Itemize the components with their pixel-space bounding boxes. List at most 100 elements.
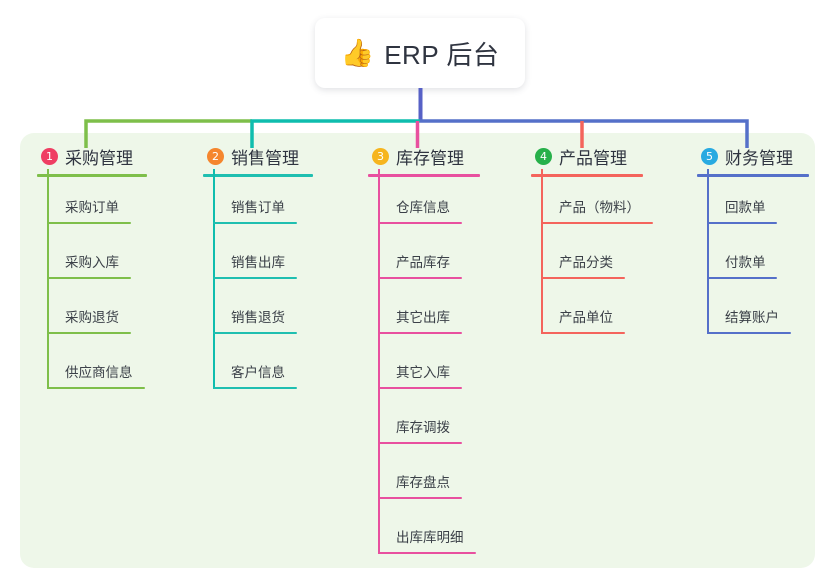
leaf-node[interactable]: 采购入库 bbox=[37, 224, 187, 279]
leaf-label: 采购订单 bbox=[65, 200, 119, 215]
leaf-underline bbox=[541, 222, 653, 224]
branch-spine bbox=[213, 169, 215, 389]
leaf-underline bbox=[378, 442, 462, 444]
leaf-underline bbox=[47, 277, 131, 279]
leaf-label: 回款单 bbox=[725, 200, 766, 215]
leaf-label: 销售退货 bbox=[231, 310, 285, 325]
leaf-underline bbox=[707, 222, 777, 224]
leaf-node[interactable]: 付款单 bbox=[697, 224, 839, 279]
leaf-label: 库存盘点 bbox=[396, 475, 450, 490]
branch-title: 产品管理 bbox=[559, 148, 627, 168]
leaf-label: 销售出库 bbox=[231, 255, 285, 270]
branch-items: 回款单付款单结算账户 bbox=[697, 169, 839, 334]
leaf-node[interactable]: 库存调拨 bbox=[368, 389, 528, 444]
leaf-label: 其它出库 bbox=[396, 310, 450, 325]
branch-badge-1: 1 bbox=[41, 147, 58, 165]
branch-spine bbox=[541, 169, 543, 334]
leaf-label: 产品分类 bbox=[559, 255, 613, 270]
leaf-node[interactable]: 产品库存 bbox=[368, 224, 528, 279]
leaf-label: 销售订单 bbox=[231, 200, 285, 215]
root-node-erp-backend[interactable]: 👍 ERP 后台 bbox=[315, 18, 525, 88]
branch-underline bbox=[697, 174, 809, 177]
branch-badge-4: 4 bbox=[535, 147, 552, 165]
leaf-node[interactable]: 回款单 bbox=[697, 169, 839, 224]
leaf-label: 产品库存 bbox=[396, 255, 450, 270]
leaf-node[interactable]: 销售订单 bbox=[203, 169, 353, 224]
root-node-content: 👍 ERP 后台 bbox=[341, 35, 500, 72]
leaf-underline bbox=[378, 497, 462, 499]
leaf-underline bbox=[47, 222, 131, 224]
leaf-underline bbox=[541, 332, 625, 334]
branch-items: 销售订单销售出库销售退货客户信息 bbox=[203, 169, 353, 389]
leaf-node[interactable]: 产品分类 bbox=[531, 224, 691, 279]
branch-spine bbox=[47, 169, 49, 389]
branch-column-4: 4 产品管理产品（物料） 产品分类产品单位 bbox=[531, 143, 691, 334]
leaf-node[interactable]: 出库库明细 bbox=[368, 499, 528, 554]
branch-badge-3: 3 bbox=[372, 147, 389, 165]
leaf-label: 仓库信息 bbox=[396, 200, 450, 215]
branch-title: 销售管理 bbox=[231, 148, 299, 168]
leaf-underline bbox=[213, 387, 297, 389]
leaf-node[interactable]: 库存盘点 bbox=[368, 444, 528, 499]
leaf-node[interactable]: 客户信息 bbox=[203, 334, 353, 389]
leaf-label: 产品（物料） bbox=[559, 200, 640, 215]
leaf-node[interactable]: 结算账户 bbox=[697, 279, 839, 334]
root-title: ERP 后台 bbox=[384, 39, 500, 70]
leaf-label: 其它入库 bbox=[396, 365, 450, 380]
branch-column-2: 2 销售管理销售订单销售出库销售退货客户信息 bbox=[203, 143, 353, 389]
branch-badge-2: 2 bbox=[207, 147, 224, 165]
diagram-panel bbox=[20, 133, 815, 568]
leaf-underline bbox=[213, 222, 297, 224]
leaf-underline bbox=[378, 277, 462, 279]
branch-header-4[interactable]: 4 产品管理 bbox=[531, 143, 691, 177]
leaf-underline bbox=[378, 222, 462, 224]
leaf-underline bbox=[707, 277, 777, 279]
branch-spine bbox=[378, 169, 380, 554]
leaf-node[interactable]: 采购订单 bbox=[37, 169, 187, 224]
branch-underline bbox=[531, 174, 643, 177]
leaf-node[interactable]: 销售出库 bbox=[203, 224, 353, 279]
leaf-underline bbox=[213, 277, 297, 279]
leaf-node[interactable]: 销售退货 bbox=[203, 279, 353, 334]
branch-underline bbox=[368, 174, 480, 177]
leaf-underline bbox=[378, 332, 462, 334]
leaf-underline bbox=[541, 277, 625, 279]
leaf-label: 采购退货 bbox=[65, 310, 119, 325]
leaf-node[interactable]: 其它出库 bbox=[368, 279, 528, 334]
leaf-node[interactable]: 产品单位 bbox=[531, 279, 691, 334]
leaf-label: 供应商信息 bbox=[65, 365, 133, 380]
branch-header-2[interactable]: 2 销售管理 bbox=[203, 143, 353, 177]
leaf-label: 结算账户 bbox=[725, 310, 779, 325]
branch-underline bbox=[37, 174, 147, 177]
leaf-label: 出库库明细 bbox=[396, 530, 464, 545]
leaf-underline bbox=[47, 387, 145, 389]
branch-items: 产品（物料） 产品分类产品单位 bbox=[531, 169, 691, 334]
branch-title: 财务管理 bbox=[725, 148, 793, 168]
branch-title: 库存管理 bbox=[396, 148, 464, 168]
branch-column-3: 3 库存管理仓库信息产品库存其它出库其它入库库存调拨库存盘点出库库明细 bbox=[368, 143, 528, 554]
branch-items: 仓库信息产品库存其它出库其它入库库存调拨库存盘点出库库明细 bbox=[368, 169, 528, 554]
branch-items: 采购订单采购入库采购退货供应商信息 bbox=[37, 169, 187, 389]
leaf-node[interactable]: 采购退货 bbox=[37, 279, 187, 334]
leaf-underline bbox=[378, 552, 476, 554]
leaf-node[interactable]: 产品（物料） bbox=[531, 169, 691, 224]
leaf-node[interactable]: 其它入库 bbox=[368, 334, 528, 389]
leaf-underline bbox=[378, 387, 462, 389]
leaf-node[interactable]: 供应商信息 bbox=[37, 334, 187, 389]
leaf-node[interactable]: 仓库信息 bbox=[368, 169, 528, 224]
leaf-label: 客户信息 bbox=[231, 365, 285, 380]
leaf-label: 采购入库 bbox=[65, 255, 119, 270]
leaf-underline bbox=[707, 332, 791, 334]
branch-header-3[interactable]: 3 库存管理 bbox=[368, 143, 528, 177]
thumbs-up-icon: 👍 bbox=[340, 37, 375, 68]
leaf-underline bbox=[213, 332, 297, 334]
leaf-label: 付款单 bbox=[725, 255, 766, 270]
leaf-label: 库存调拨 bbox=[396, 420, 450, 435]
leaf-underline bbox=[47, 332, 131, 334]
branch-spine bbox=[707, 169, 709, 334]
